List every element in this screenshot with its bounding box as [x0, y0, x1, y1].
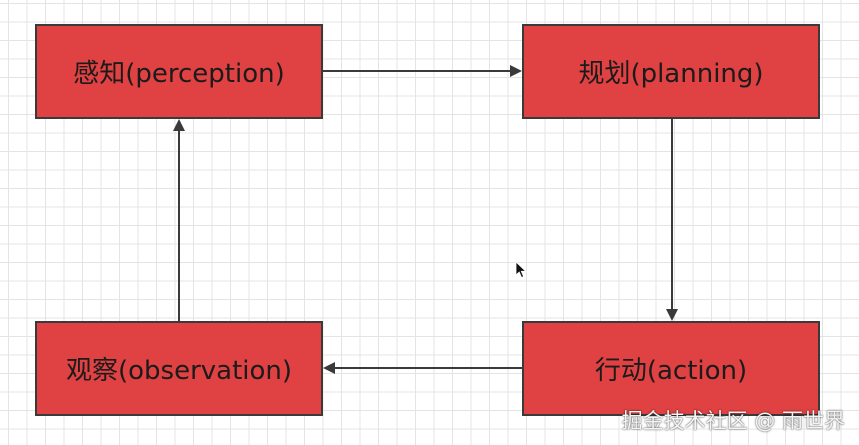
node-perception-label: 感知(perception): [73, 59, 285, 89]
node-action[interactable]: 行动(action): [522, 321, 820, 416]
node-observation-label: 观察(observation): [65, 356, 293, 386]
node-planning-label: 规划(planning): [578, 59, 764, 89]
node-observation[interactable]: 观察(observation): [35, 321, 323, 416]
node-action-label: 行动(action): [594, 356, 748, 386]
mouse-pointer-icon: [515, 261, 527, 279]
node-perception[interactable]: 感知(perception): [35, 24, 323, 119]
node-planning[interactable]: 规划(planning): [522, 24, 820, 119]
watermark: 掘金技术社区 @ 雨世界: [621, 409, 845, 433]
